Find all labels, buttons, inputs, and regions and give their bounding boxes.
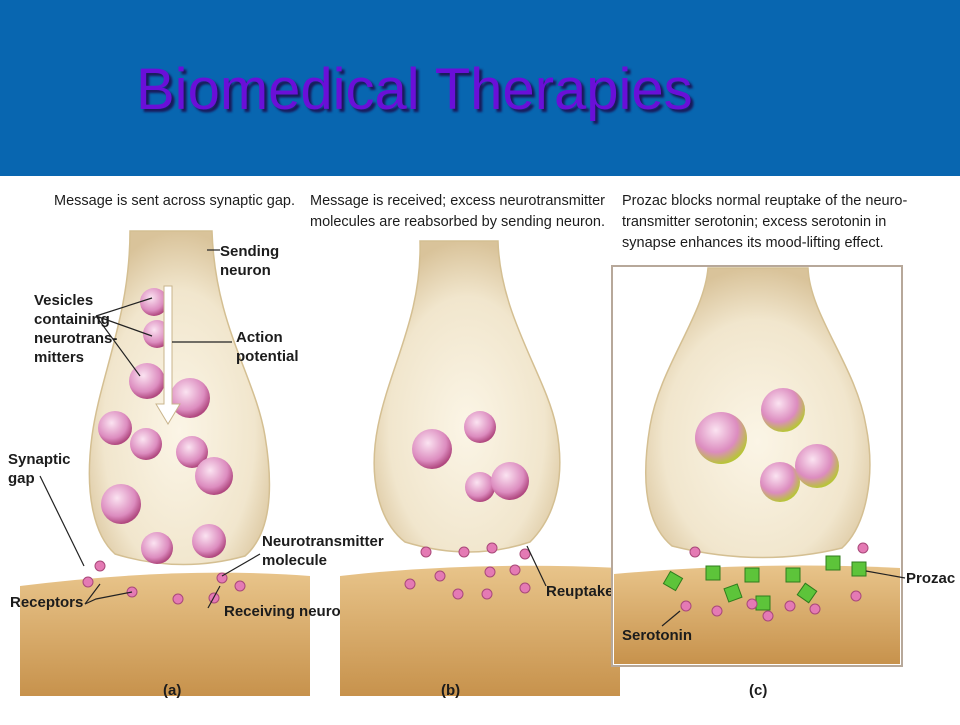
panel-c-vesicles [695,388,839,502]
panel-a-label-lines [39,249,261,609]
panel-a-vesicles-label: Vesicles containing neurotrans- mitters [34,292,122,366]
panel-a-neurotransmitter-label: Neurotransmitter molecule [262,533,388,569]
panel-b-caption: Message is received; excess neurotransmi… [310,193,609,230]
synapse-diagram-svg: Message is sent across synaptic gap. [8,193,955,699]
panel-c-caption: Prozac blocks normal reuptake of the neu… [622,193,911,251]
panel-a-sending-neuron-label: Sending neuron [220,243,283,279]
panel-a-molecules [82,560,246,605]
panel-b-reuptake-label: Reuptake [546,583,614,600]
panel-c: Prozac blocks normal reuptake of the neu… [611,193,955,699]
panel-a-synaptic-gap-label: Synaptic gap [8,451,75,487]
panel-b-sending-neuron [373,240,561,553]
panel-b-reuptake-line [526,545,547,587]
panel-c-serotonin-label: Serotonin [622,627,692,644]
panel-c-prozac-label: Prozac [906,570,955,587]
panel-b-receiving-neuron [340,565,620,696]
panel-a-caption: Message is sent across synaptic gap. [54,193,295,209]
panel-c-label: (c) [749,682,767,699]
panel-c-prozac-molecules [662,555,867,611]
panel-a-label: (a) [163,682,181,699]
panel-a-action-potential-arrow [155,285,181,425]
panel-c-receiving-neuron [614,565,900,664]
synapse-diagram: Message is sent across synaptic gap. [0,176,960,720]
panel-a-receiving-neuron-label: Receiving neuron [224,603,350,620]
panel-c-prozac-line [865,570,906,579]
panel-c-serotonin-line [661,610,681,627]
panel-a: Message is sent across synaptic gap. [8,193,388,699]
panel-a-receiving-neuron [20,572,310,696]
panel-b-molecules [404,542,531,600]
panel-b-vesicles [412,411,529,502]
panel-a-action-potential-label: Action potential [236,329,299,365]
slide-title: Biomedical Therapies [136,57,693,122]
panel-c-serotonin-molecules [680,542,869,622]
panel-b-label: (b) [441,682,460,699]
panel-b: Message is received; excess neurotransmi… [310,193,620,699]
panel-a-receptors-label: Receptors [10,594,83,611]
slide-header: Biomedical Therapies [0,0,960,176]
